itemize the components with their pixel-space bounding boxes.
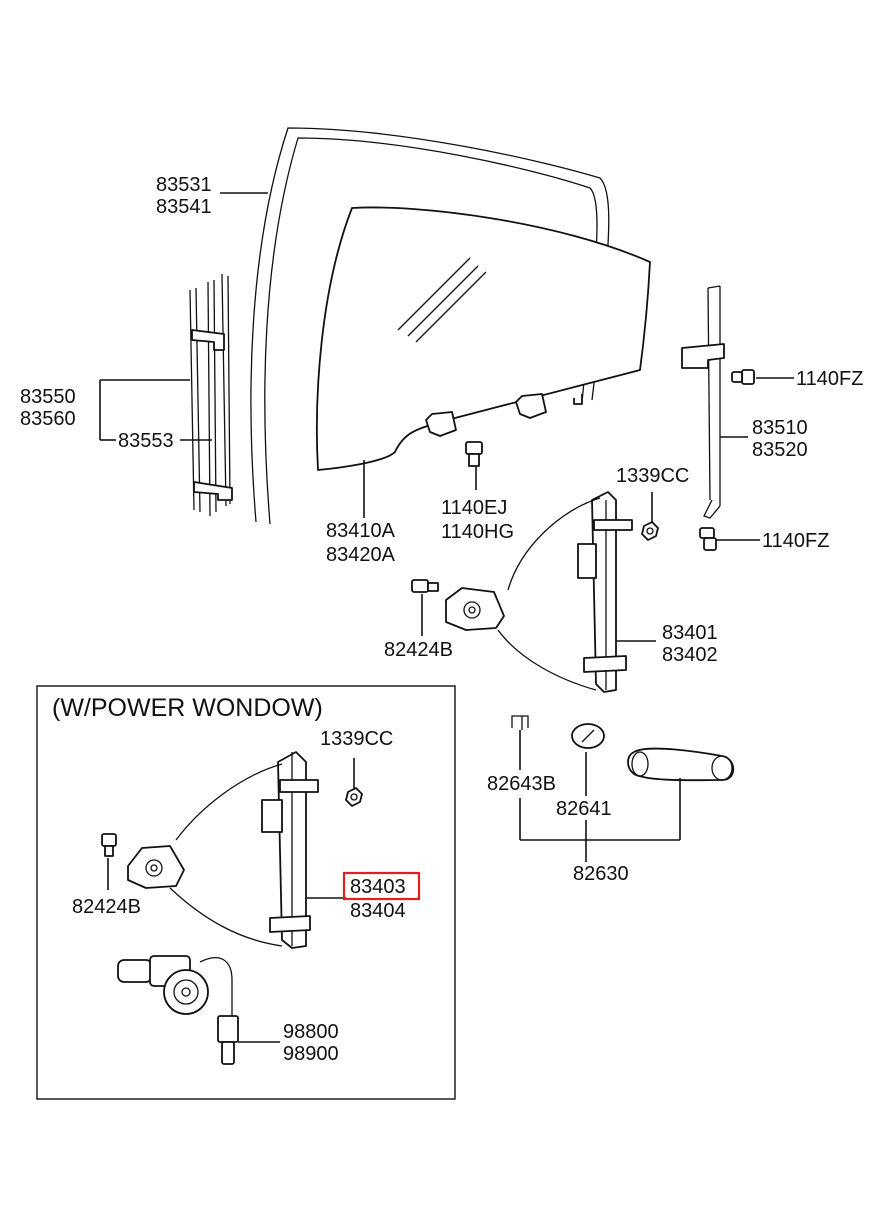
label-83560: 83560 xyxy=(20,408,76,430)
highlight-83403 xyxy=(342,871,421,901)
label-1140HG: 1140HG xyxy=(441,521,514,543)
label-83403: 83403 xyxy=(350,876,406,898)
label-82641: 82641 xyxy=(556,798,612,820)
bolt-82424B-box xyxy=(101,833,117,857)
label-82643B: 82643B xyxy=(487,773,556,795)
bolt-1140EJ xyxy=(465,441,483,467)
label-83553: 83553 xyxy=(118,430,174,452)
label-1339CC-top: 1339CC xyxy=(616,465,689,487)
label-1140EJ: 1140EJ xyxy=(441,497,507,519)
bolt-1140FZ-top xyxy=(731,369,755,385)
rear-channel xyxy=(681,285,725,519)
nut-1339CC-box xyxy=(345,787,363,807)
label-1140FZ-top: 1140FZ xyxy=(796,368,863,390)
label-83404: 83404 xyxy=(350,900,406,922)
label-82630: 82630 xyxy=(573,863,629,885)
label-98800: 98800 xyxy=(283,1021,339,1043)
label-1339CC-box: 1339CC xyxy=(320,728,393,750)
power-window-regulator xyxy=(127,751,319,949)
label-83550: 83550 xyxy=(20,386,76,408)
escutcheon-82641 xyxy=(571,723,605,749)
label-83520: 83520 xyxy=(752,439,808,461)
front-channel xyxy=(189,273,233,517)
part-labels: (W/POWER WONDOW) 83531 83541 83550 83560… xyxy=(20,174,863,1065)
window-crank-handle xyxy=(627,747,735,782)
label-82424B-top: 82424B xyxy=(384,639,453,661)
label-83541: 83541 xyxy=(156,196,212,218)
label-83420A: 83420A xyxy=(326,544,396,566)
manual-window-regulator xyxy=(445,491,633,693)
label-83401: 83401 xyxy=(662,622,718,644)
bolt-82424B-top xyxy=(411,579,439,593)
label-83410A: 83410A xyxy=(326,520,396,542)
label-83510: 83510 xyxy=(752,417,808,439)
clip-82643B xyxy=(511,715,529,730)
power-window-box xyxy=(36,685,456,1100)
leader-lines xyxy=(99,192,794,1043)
label-83531: 83531 xyxy=(156,174,212,196)
label-82424B-box: 82424B xyxy=(72,896,141,918)
label-98900: 98900 xyxy=(283,1043,339,1065)
nut-1339CC-top xyxy=(641,521,659,541)
bolt-1140FZ-bottom xyxy=(699,527,717,551)
label-1140FZ-bottom: 1140FZ xyxy=(762,530,829,552)
power-window-title: (W/POWER WONDOW) xyxy=(52,694,323,722)
glass-run-channel xyxy=(250,127,610,525)
door-glass xyxy=(316,206,651,471)
label-83402: 83402 xyxy=(662,644,718,666)
power-window-motor xyxy=(117,955,239,1065)
